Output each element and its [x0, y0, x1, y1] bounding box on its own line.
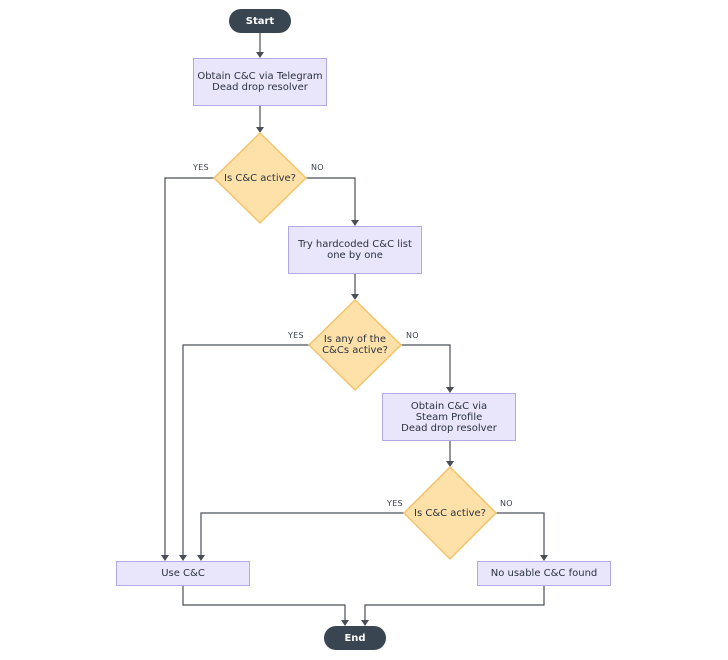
- arrowhead: [446, 461, 454, 467]
- use-cc-node: Use C&C: [116, 561, 250, 586]
- arrowhead: [256, 52, 264, 58]
- hardcoded-list-node: Try hardcoded C&C list one by one: [288, 226, 422, 274]
- edge-use-end: [182, 586, 346, 620]
- arrowhead: [351, 294, 359, 300]
- decision2-text: Is any of the C&Cs active?: [322, 334, 388, 356]
- telegram-resolver-node: Obtain C&C via Telegram Dead drop resolv…: [193, 58, 327, 106]
- arrowhead: [256, 127, 264, 133]
- decision3-shape: [402, 465, 498, 561]
- decision1-yes-label: YES: [193, 163, 209, 172]
- connectors: [161, 32, 548, 626]
- arrowhead: [341, 620, 349, 626]
- edge-decision3-no: [496, 512, 545, 555]
- arrowhead: [179, 555, 187, 561]
- decision1-no-label: NO: [311, 163, 324, 172]
- edge-decision3-yes: [200, 512, 404, 555]
- no-usable-cc-node: No usable C&C found: [477, 561, 611, 586]
- decision1-text: Is C&C active?: [224, 172, 296, 184]
- decision3-no-label: NO: [500, 499, 513, 508]
- edge-decision2-no: [401, 344, 451, 387]
- start-node: Start: [229, 9, 291, 33]
- decision2-shape: [307, 298, 403, 392]
- end-node: End: [324, 626, 386, 650]
- edge-none-end: [364, 586, 545, 620]
- arrowhead: [161, 555, 169, 561]
- arrowhead: [361, 620, 369, 626]
- decision3-text: Is C&C active?: [414, 507, 486, 519]
- edge-decision1-yes: [164, 177, 214, 555]
- decision-shapes: [212, 131, 498, 561]
- decision3-yes-label: YES: [387, 499, 403, 508]
- arrowhead: [351, 220, 359, 226]
- decision2-yes-label: YES: [288, 331, 304, 340]
- decision2-no-label: NO: [406, 331, 419, 340]
- edge-decision2-yes: [182, 344, 309, 555]
- arrowhead: [197, 555, 205, 561]
- edge-decision1-no: [306, 177, 356, 220]
- arrowhead: [446, 387, 454, 393]
- steam-resolver-node: Obtain C&C via Steam Profile Dead drop r…: [382, 393, 516, 441]
- arrowhead: [540, 555, 548, 561]
- decision1-shape: [212, 131, 308, 225]
